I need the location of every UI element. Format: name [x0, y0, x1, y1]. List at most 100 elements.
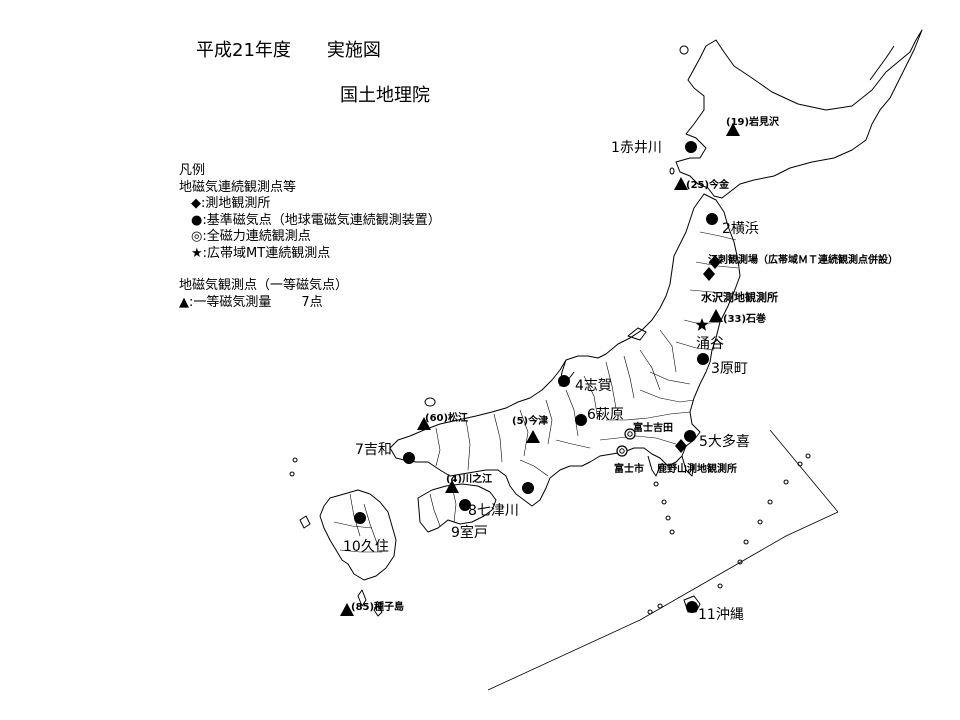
site-label: (60)松江	[425, 411, 468, 424]
site-label: (5)今津	[512, 414, 548, 427]
izu-islands	[653, 481, 675, 535]
site-label: 3原町	[711, 361, 748, 377]
legend-group-continuous-title: 地磁気連続観測点等	[179, 179, 297, 195]
site-yoshiwa: 7吉和	[355, 442, 415, 464]
site-label: 11沖縄	[698, 607, 744, 623]
site-label: 江刺観測場（広帯域ＭＴ連続観測点併設）	[708, 253, 898, 266]
site-label: (33)石巻	[723, 312, 767, 325]
site-matsue: (60)松江	[417, 411, 468, 430]
survey-count: 7点	[301, 294, 323, 310]
double-circle-icon	[616, 445, 628, 457]
triangle-icon	[340, 603, 354, 616]
site-otaki: 5大多喜	[684, 430, 750, 450]
star-icon: ★	[191, 245, 203, 261]
hokkaido-outline	[675, 29, 923, 199]
boundary-line-south	[487, 511, 839, 691]
double-circle-icon	[624, 428, 636, 440]
site-label: (85)種子島	[351, 600, 404, 613]
legend-item-total-force: ◎:全磁力連続観測点	[179, 229, 441, 246]
amami-islands	[373, 605, 383, 617]
site-esashi: 江刺観測場（広帯域ＭＴ連続観測点併設）	[708, 253, 898, 269]
site-label: 10久住	[343, 539, 389, 555]
site-akaigawa: 1赤井川	[611, 140, 697, 156]
goto-islands	[299, 515, 311, 529]
noto-peninsula	[559, 359, 575, 387]
site-label: 涌谷	[696, 336, 724, 352]
site-label: 富士吉田	[633, 421, 673, 434]
site-label: 1赤井川	[611, 140, 662, 156]
site-iwamizawa: (19)岩見沢	[726, 115, 780, 136]
site-wakuya: 涌谷	[695, 318, 724, 352]
site-tanegashima: (85)種子島	[340, 600, 404, 616]
honshu-outline	[389, 193, 741, 507]
diamond-icon: ◆	[191, 196, 201, 211]
legend-heading: 凡例	[179, 163, 206, 178]
site-label: 4志賀	[575, 378, 612, 394]
triangle-icon	[709, 309, 723, 322]
filled-circle-icon	[403, 452, 415, 464]
filled-circle-icon	[686, 601, 698, 613]
legend-label: :全磁力連続観測点	[202, 229, 311, 244]
legend: 凡例 地磁気連続観測点等 ◆:測地観測所 ●:基準磁気点（地球電磁気連続観測装置…	[179, 163, 441, 311]
boso-peninsula	[681, 455, 695, 477]
filled-circle-icon	[522, 482, 534, 494]
triangle-icon	[726, 123, 740, 136]
triangle-icon: ▲	[179, 294, 189, 310]
filled-circle-icon	[558, 375, 570, 387]
oki-islands	[424, 397, 436, 407]
triangle-icon	[445, 480, 459, 493]
okushiri-island	[669, 167, 675, 175]
site-label: (25)今金	[686, 178, 730, 191]
site-fujiyoshida: 富士吉田	[624, 421, 673, 440]
triangle-icon	[526, 430, 540, 443]
site-fujishi: 富士市	[614, 445, 644, 475]
coastlines	[289, 29, 923, 617]
filled-circle-icon	[354, 512, 366, 524]
site-label: 8七津川	[468, 503, 519, 519]
site-label: 富士市	[614, 462, 644, 475]
map-title: 平成21年度 実施図	[196, 40, 381, 61]
filled-circle-icon	[575, 414, 587, 426]
double-circle-icon: ◎	[191, 229, 203, 244]
legend-item-reference-point: ●:基準磁気点（地球電磁気連続観測装置）	[179, 213, 441, 230]
filled-circle-icon	[685, 141, 697, 153]
site-imazu: (5)今津	[512, 414, 548, 443]
diamond-icon	[675, 439, 687, 453]
legend-item-survey: ▲:一等磁気測量 7点	[179, 295, 441, 312]
site-haramachi: 3原町	[697, 353, 748, 377]
western-islands	[289, 457, 298, 477]
site-label: 鹿野山測地観測所	[657, 462, 737, 475]
triangle-icon	[417, 417, 431, 430]
diamond-icon	[703, 267, 715, 281]
site-nanatsugawa: 8七津川	[468, 482, 534, 519]
site-label: 5大多喜	[699, 433, 750, 450]
legend-group-survey-title: 地磁気観測点（一等磁気点）	[179, 278, 349, 293]
filled-circle-icon	[697, 353, 709, 365]
filled-circle-icon: ●	[191, 212, 203, 228]
filled-circle-icon	[459, 499, 471, 511]
legend-label: :基準磁気点（地球電磁気連続観測装置）	[202, 212, 441, 228]
site-ishinomaki: (33)石巻	[709, 309, 767, 325]
legend-item-observatory: ◆:測地観測所	[179, 196, 441, 213]
sado-island	[627, 327, 647, 341]
tanegashima-island	[357, 589, 367, 607]
filled-circle-icon	[684, 430, 696, 442]
site-label: 水沢測地観測所	[701, 290, 778, 304]
boundary-lines	[487, 429, 839, 691]
site-kawanoe: (4)川之江	[445, 472, 492, 493]
site-markers: (19)岩見沢1赤井川(25)今金2横浜江刺観測場（広帯域ＭＴ連続観測点併設）水…	[340, 115, 898, 623]
site-shiga: 4志賀	[558, 375, 612, 394]
prefecture-borders	[333, 231, 739, 553]
shiretoko	[869, 45, 895, 81]
boundary-line-east	[769, 429, 839, 513]
site-mizusawa: 水沢測地観測所	[701, 267, 778, 304]
site-imagane: (25)今金	[674, 177, 730, 191]
kyushu-outline	[319, 489, 397, 581]
site-label: 7吉和	[355, 442, 392, 458]
izu-peninsula	[647, 455, 661, 477]
triangle-icon	[674, 177, 688, 190]
legend-label: :一等磁気測量	[189, 294, 272, 310]
star-icon	[695, 318, 709, 331]
legend-label: :広帯域MT連続観測点	[202, 245, 331, 261]
